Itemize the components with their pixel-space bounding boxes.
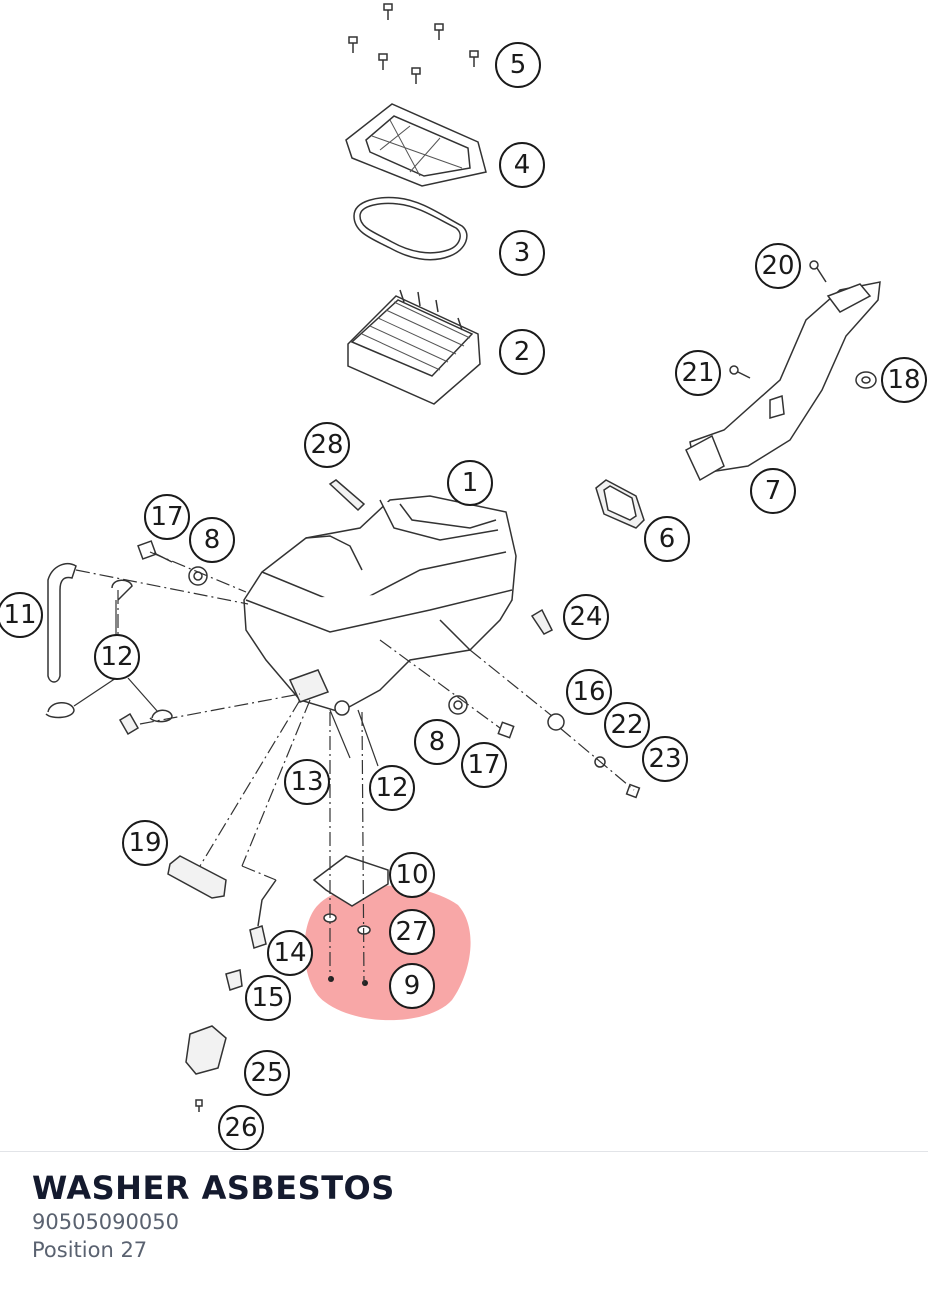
svg-text:12: 12 <box>100 642 133 672</box>
svg-text:8: 8 <box>204 525 221 555</box>
svg-text:9: 9 <box>404 971 421 1001</box>
screw-21 <box>729 365 751 379</box>
svg-text:22: 22 <box>610 710 643 740</box>
callout-10[interactable]: 10 <box>389 852 435 898</box>
part-position: Position 27 <box>32 1238 148 1262</box>
clamp-12-upper <box>111 579 133 601</box>
svg-text:16: 16 <box>572 677 605 707</box>
svg-text:15: 15 <box>251 983 284 1013</box>
svg-text:3: 3 <box>514 238 531 268</box>
callout-17-right[interactable]: 17 <box>461 742 507 788</box>
callout-1[interactable]: 1 <box>447 460 493 506</box>
callout-27[interactable]: 27 <box>389 909 435 955</box>
svg-text:8: 8 <box>429 727 446 757</box>
screw-26 <box>195 1099 203 1112</box>
holder-25 <box>185 1025 227 1075</box>
screw-20 <box>809 260 827 283</box>
divider <box>0 1151 928 1152</box>
cap-12 <box>118 712 140 736</box>
clamp-12-lower-mid <box>149 709 173 723</box>
bracket-10 <box>312 855 389 907</box>
callout-26[interactable]: 26 <box>218 1105 264 1150</box>
svg-text:10: 10 <box>395 860 428 890</box>
screw-23 <box>625 783 641 799</box>
callout-15[interactable]: 15 <box>245 975 291 1021</box>
svg-text:2: 2 <box>514 337 531 367</box>
hose-11 <box>47 562 77 683</box>
washer-8-left <box>188 566 208 586</box>
callout-21[interactable]: 21 <box>675 350 721 396</box>
svg-text:27: 27 <box>395 917 428 947</box>
callout-18[interactable]: 18 <box>881 357 927 403</box>
sensor-14 <box>249 879 277 949</box>
svg-text:19: 19 <box>128 828 161 858</box>
callout-4[interactable]: 4 <box>499 142 545 188</box>
callout-2[interactable]: 2 <box>499 329 545 375</box>
clip-15 <box>225 969 243 991</box>
washer-8-right <box>448 695 468 715</box>
selected-part-panel: WASHER ASBESTOS 90505090050 Position 27 <box>32 1168 395 1264</box>
svg-text:14: 14 <box>273 938 306 968</box>
highlight-region <box>304 885 471 1021</box>
air-filter-2 <box>347 289 481 405</box>
svg-text:5: 5 <box>510 50 527 80</box>
callout-20[interactable]: 20 <box>755 243 801 289</box>
grommet-18 <box>855 371 877 389</box>
clamp-12-lower-left <box>45 702 75 719</box>
svg-text:20: 20 <box>761 251 794 281</box>
sensor-19 <box>167 855 227 899</box>
intake-duct-7 <box>685 281 881 482</box>
part-name: WASHER ASBESTOS <box>32 1169 395 1207</box>
clip-24 <box>530 608 554 635</box>
callout-9[interactable]: 9 <box>389 963 435 1009</box>
svg-text:13: 13 <box>290 767 323 797</box>
callout-14[interactable]: 14 <box>267 930 313 976</box>
callout-24[interactable]: 24 <box>563 594 609 640</box>
screw-17-left <box>137 540 173 563</box>
svg-text:11: 11 <box>3 600 36 630</box>
callout-5[interactable]: 5 <box>495 42 541 88</box>
callout-8-right[interactable]: 8 <box>414 719 460 765</box>
callout-12-right[interactable]: 12 <box>369 765 415 811</box>
callout-22[interactable]: 22 <box>604 702 650 748</box>
callout-19[interactable]: 19 <box>122 820 168 866</box>
svg-text:21: 21 <box>681 358 714 388</box>
svg-text:7: 7 <box>765 476 782 506</box>
svg-text:26: 26 <box>224 1113 257 1143</box>
svg-text:28: 28 <box>310 430 343 460</box>
svg-text:6: 6 <box>659 524 676 554</box>
callout-25[interactable]: 25 <box>244 1050 290 1096</box>
grommet-16 <box>547 713 565 731</box>
part-number: 90505090050 <box>32 1210 179 1234</box>
screws-5 <box>348 3 479 84</box>
callout-3[interactable]: 3 <box>499 230 545 276</box>
callout-7[interactable]: 7 <box>750 468 796 514</box>
assembly-lines <box>75 551 635 985</box>
svg-text:4: 4 <box>514 150 531 180</box>
filter-cover-frame-4 <box>345 103 487 187</box>
exploded-parts-diagram: 5 4 3 2 20 21 18 28 1 7 17 8 6 11 24 12 … <box>0 3 927 1150</box>
callout-23[interactable]: 23 <box>642 736 688 782</box>
callout-11[interactable]: 11 <box>0 592 43 638</box>
callout-8-left[interactable]: 8 <box>189 517 235 563</box>
svg-text:18: 18 <box>887 365 920 395</box>
svg-text:17: 17 <box>467 750 500 780</box>
svg-text:1: 1 <box>462 468 479 498</box>
seal-6 <box>595 479 645 529</box>
callout-12-left[interactable]: 12 <box>94 634 140 680</box>
strip-28 <box>328 479 366 512</box>
svg-text:25: 25 <box>250 1058 283 1088</box>
svg-text:24: 24 <box>569 602 602 632</box>
screw-17-right <box>497 721 515 739</box>
leader-lines <box>73 600 379 767</box>
callout-16[interactable]: 16 <box>566 669 612 715</box>
airbox-1 <box>243 495 517 716</box>
svg-text:17: 17 <box>150 502 183 532</box>
svg-text:23: 23 <box>648 744 681 774</box>
callout-28[interactable]: 28 <box>304 422 350 468</box>
callout-17-left[interactable]: 17 <box>144 494 190 540</box>
callout-13[interactable]: 13 <box>284 759 330 805</box>
svg-text:12: 12 <box>375 773 408 803</box>
callout-6[interactable]: 6 <box>644 516 690 562</box>
